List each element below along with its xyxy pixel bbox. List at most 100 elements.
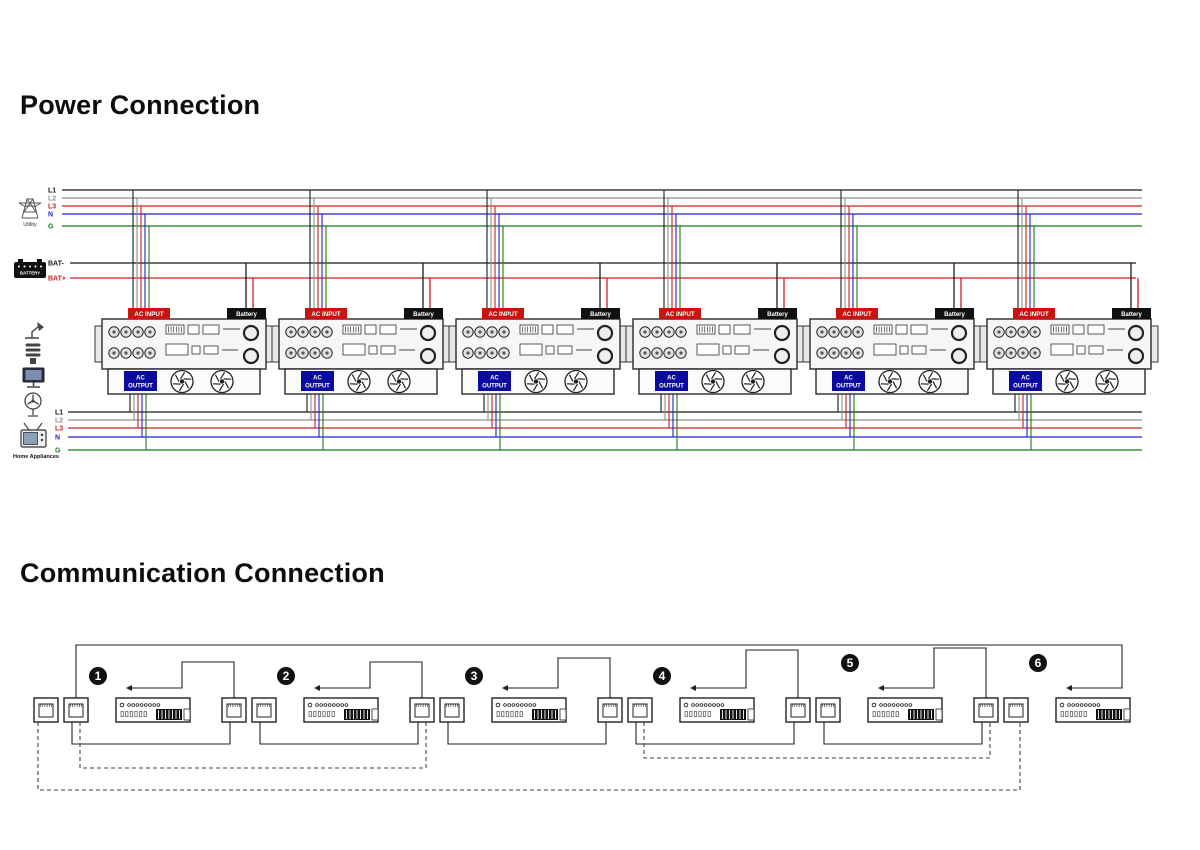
mount-ear-right [1150,325,1159,363]
led-icon [135,703,140,707]
comm-cable [883,647,987,698]
port-icon [556,324,574,335]
ac-output-tag-label: AC [844,376,853,382]
utility-line-label: N [48,211,53,218]
home-appliances-icons: Home Appliances [13,322,59,460]
battery-line-label: BAT+ [48,275,66,282]
comm-unit: 1 [33,667,191,723]
terminator-icon [183,708,191,721]
dip-pin-icon [1074,711,1078,717]
led-icon [908,703,913,707]
unit-number-badge [1029,654,1047,672]
comm-unit: 4 [597,667,755,723]
led-icon [139,703,144,707]
ac-input-tag [659,308,701,319]
ac-output-tag [301,371,334,391]
ac-input-tag-label: AC INPUT [134,311,163,318]
computer-icon [22,367,45,388]
dip-pin-icon [707,711,711,717]
led-icon [315,703,319,707]
dip-pin-icon [519,711,523,717]
unit-number-badge [465,667,483,685]
power-section-title: Power Connection [20,90,261,120]
ac-output-tag-label: OUTPUT [305,384,330,390]
port-icon [1072,324,1085,335]
port-icon [364,324,377,335]
port-icon [557,345,573,355]
comm-cable [507,657,611,698]
port-icon [899,345,909,355]
ac-output-tag [1009,371,1042,391]
led-icon [131,703,136,707]
comm-unit: 6 [973,654,1131,723]
led-icon [519,703,524,707]
cfl-bulb-icon [25,343,41,364]
dip-pin-icon [1083,711,1087,717]
port-icon [895,324,908,335]
battery-tag-label: Battery [944,312,965,318]
comm-unit: 3 [409,667,567,723]
utility-line-label: L2 [48,195,56,202]
led-icon [1071,703,1075,707]
led-icon [507,703,512,707]
led-icon [887,703,892,707]
port-icon [187,324,200,335]
ac-output-tag [124,371,157,391]
port-icon [718,324,731,335]
comm-cable [71,722,231,745]
comm-unit: 2 [221,667,379,723]
arrowhead-icon [1066,685,1072,691]
comm-cable-dashed [79,722,427,769]
ac-output-tag-label: AC [136,376,145,382]
led-icon [495,702,501,708]
led-icon [695,703,699,707]
dip-switch-icon [165,324,185,335]
led-icon [152,703,157,707]
dip-pin-icon [1069,711,1073,717]
port-icon [202,324,220,335]
ac-input-tag-label: AC INPUT [311,311,340,318]
unit-number: 4 [659,669,666,683]
led-icon [503,703,507,707]
battery-tag [581,308,620,319]
led-icon [1059,702,1065,708]
battery-tag [1112,308,1151,319]
dip-pin-icon [125,711,129,717]
led-icon [895,703,900,707]
rj45-port-icon [627,697,653,723]
communication-section-title: Communication Connection [20,558,385,588]
led-icon [703,703,708,707]
battery-tag [758,308,797,319]
comm-cable [75,644,1123,698]
led-icon [712,703,716,707]
battery-tag [404,308,443,319]
battery-tag [227,308,266,319]
arrowhead-icon [502,685,508,691]
led-icon [144,703,148,707]
comm-cable [823,722,983,745]
dip-pin-icon [139,711,143,717]
utility-line-label: L3 [48,203,56,210]
gland-nut-icon [419,324,437,342]
ac-output-tag-label: AC [313,376,322,382]
ac-input-tag-label: AC INPUT [665,311,694,318]
load-line-label: L2 [55,417,63,424]
dip-pin-icon [891,711,895,717]
dip-pin-icon [886,711,890,717]
led-icon [691,703,695,707]
unit-number-badge [653,667,671,685]
arrowhead-icon [126,685,132,691]
ac-output-tag [478,371,511,391]
led-icon [344,703,349,707]
unit-number-badge [277,667,295,685]
utility-line-label: L1 [48,187,56,194]
mount-ear-left [448,325,457,363]
port-icon [541,324,554,335]
